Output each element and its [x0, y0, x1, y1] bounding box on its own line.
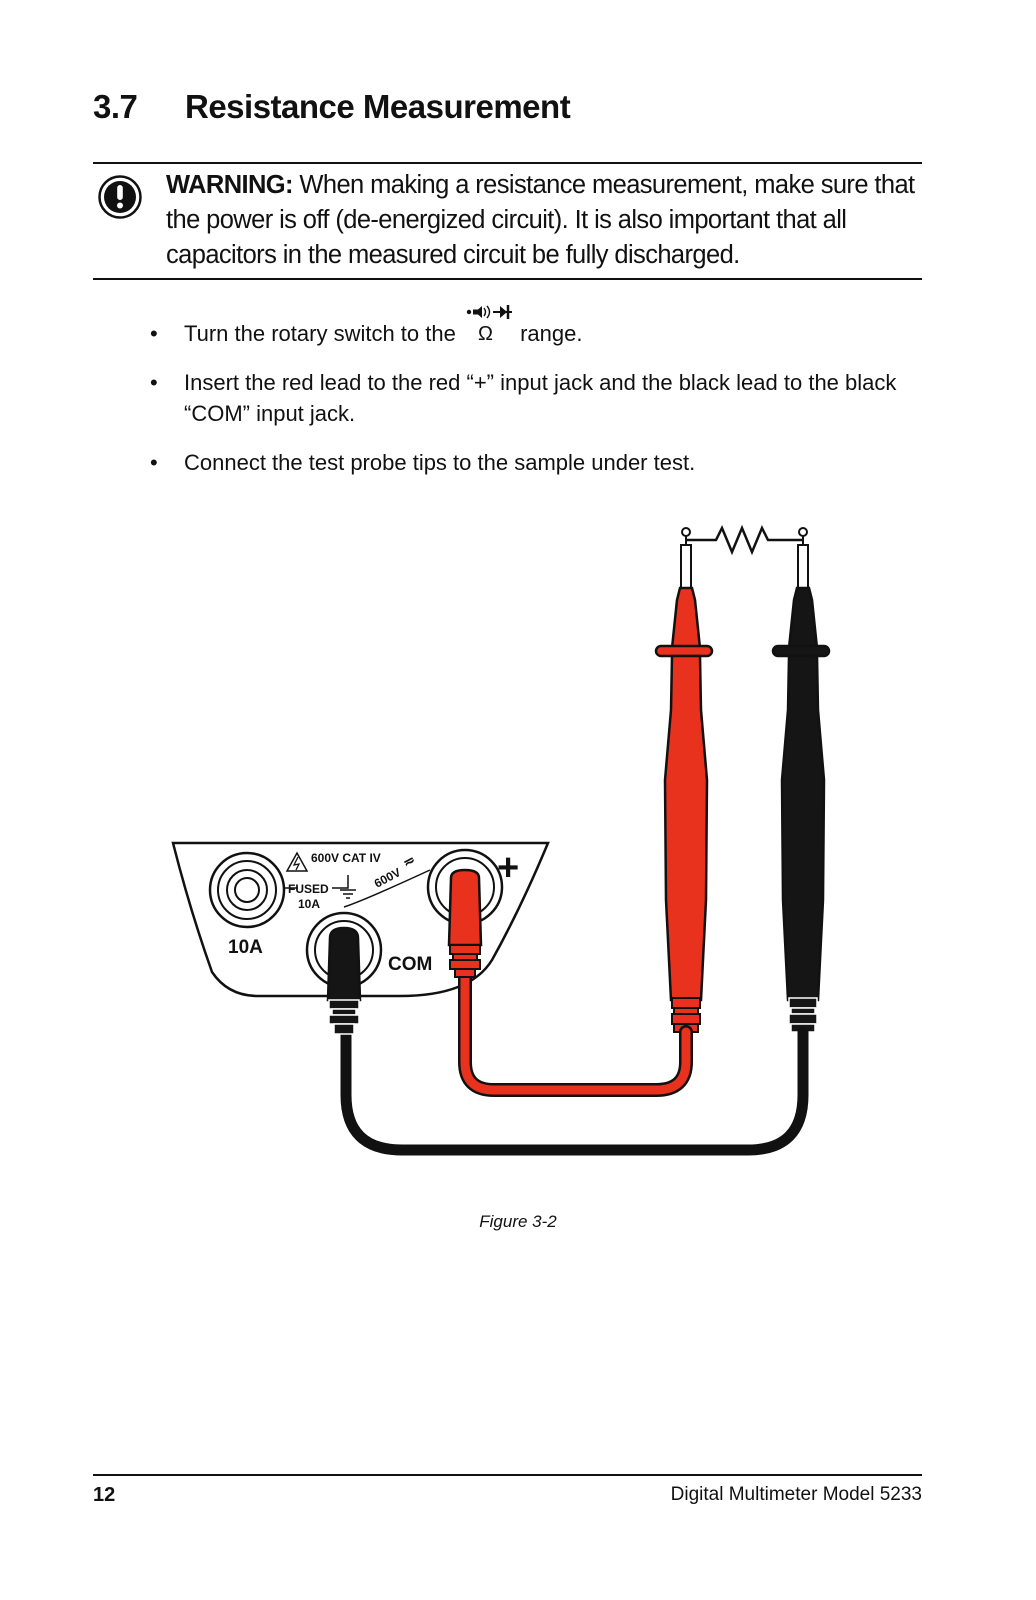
hazard-icon: [285, 851, 309, 872]
warning-text: WARNING: When making a resistance measur…: [166, 168, 916, 273]
black-plug: [326, 926, 362, 1035]
jack-10a: [208, 851, 286, 929]
red-cable-outline: [458, 965, 693, 1097]
red-cable: [460, 967, 691, 1095]
figure-caption: Figure 3-2: [479, 1212, 557, 1231]
step-text: Connect the test probe tips to the sampl…: [184, 450, 696, 475]
step-connect-probes: • Connect the test probe tips to the sam…: [150, 447, 920, 478]
red-plug: [447, 868, 483, 978]
section-number: 3.7: [93, 88, 138, 125]
black-test-probe: [771, 527, 831, 1033]
warning-label: WARNING:: [166, 171, 294, 199]
step-text-before: Turn the rotary switch to the: [184, 321, 462, 346]
step-text-after: range.: [513, 321, 583, 346]
ohm-symbol: Ω: [478, 323, 493, 344]
bullet: •: [150, 321, 158, 346]
step-insert-leads: • Insert the red lead to the red “+” inp…: [150, 367, 920, 429]
footer-rule: [93, 1474, 922, 1476]
black-cable: [340, 1026, 809, 1156]
fused-label: FUSED: [288, 882, 329, 896]
resistance-range-symbol: Ω: [462, 305, 514, 344]
com-label: COM: [388, 954, 432, 975]
bullet: •: [150, 370, 158, 395]
warning-body: When making a resistance measurement, ma…: [166, 171, 915, 269]
warning-bottom-rule: [93, 278, 922, 280]
running-footer: Digital Multimeter Model 5233: [670, 1484, 922, 1505]
ten-amp-label: 10A: [228, 937, 263, 958]
figure-resistance-measurement: 600V CAT IV FUSED 10A 600V ≂ 10A COM +: [171, 524, 831, 1156]
section-title: Resistance Measurement: [185, 88, 571, 125]
meter-jack-panel: 600V CAT IV FUSED 10A 600V ≂ 10A COM +: [171, 841, 550, 998]
resistor: [686, 524, 804, 556]
section-heading: 3.7 Resistance Measurement: [93, 88, 571, 126]
instruction-list: • Turn the rotary switch to the Ω range.…: [150, 305, 920, 496]
continuity-diode-icon: Ω: [466, 305, 512, 344]
rating-label: 600V CAT IV: [311, 851, 381, 865]
page-number: 12: [93, 1484, 116, 1506]
plus-label: +: [497, 847, 519, 889]
step-rotary-switch: • Turn the rotary switch to the Ω range.: [150, 305, 920, 349]
bullet: •: [150, 450, 158, 475]
fuse-rating-label: 10A: [298, 897, 320, 911]
red-test-probe: [654, 527, 714, 1033]
warning-top-rule: [93, 162, 922, 164]
exclamation-icon: [98, 175, 142, 219]
step-text: Insert the red lead to the red “+” input…: [184, 370, 897, 426]
